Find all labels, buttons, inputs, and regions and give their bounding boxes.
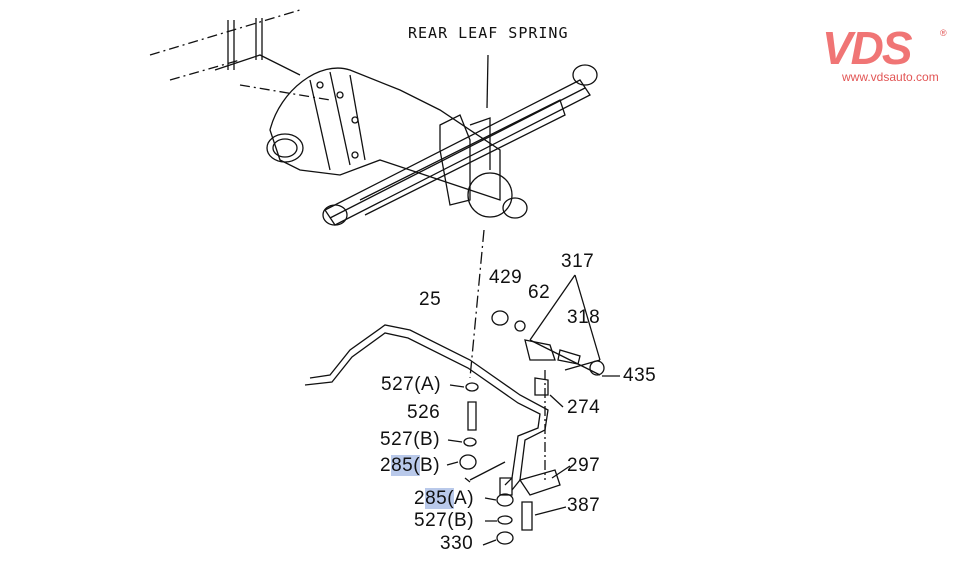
rear-axle <box>266 67 528 219</box>
part-label-526[interactable]: 526 <box>407 402 441 423</box>
part-number-suffix: B) <box>420 455 441 476</box>
part-number-prefix: 2 <box>414 488 426 509</box>
nut-330 <box>496 531 514 545</box>
hardware-parts <box>459 310 605 545</box>
leader-317 <box>529 274 601 361</box>
vds-logo: VDS ® www.vdsauto.com <box>822 22 947 84</box>
logo-url: www.vdsauto.com <box>842 70 939 84</box>
part-label-62[interactable]: 62 <box>528 282 551 303</box>
bolt-318 <box>557 349 581 365</box>
bushing-285a <box>496 493 514 507</box>
washer-527a <box>465 382 479 392</box>
stabilizer-bar <box>304 324 549 496</box>
bolt-387 <box>521 501 533 531</box>
part-label-274[interactable]: 274 <box>567 397 601 418</box>
registered-mark: ® <box>940 28 947 38</box>
bracket-297 <box>518 469 561 496</box>
part-label-435[interactable]: 435 <box>623 365 657 386</box>
part-label-317[interactable]: 317 <box>561 251 595 272</box>
center-line <box>469 229 485 379</box>
part-label-527b-2[interactable]: 527(B) <box>414 510 475 531</box>
nut-429 <box>491 310 509 326</box>
leaf-spring <box>322 54 598 226</box>
part-label-25[interactable]: 25 <box>419 289 442 310</box>
nut-435 <box>589 360 605 376</box>
leader-lines <box>446 375 620 546</box>
part-label-297[interactable]: 297 <box>567 455 601 476</box>
part-label-285b[interactable]: 285(B) <box>380 455 441 476</box>
washer-527b <box>463 437 477 447</box>
part-label-429[interactable]: 429 <box>489 267 523 288</box>
bracket-317 <box>524 339 556 361</box>
part-label-318[interactable]: 318 <box>567 307 601 328</box>
part-label-527b[interactable]: 527(B) <box>380 429 441 450</box>
bolt-526 <box>467 401 477 431</box>
highlighted-text: 85( <box>391 455 421 476</box>
part-label-387[interactable]: 387 <box>567 495 601 516</box>
part-label-527a[interactable]: 527(A) <box>381 374 442 395</box>
logo-brand: VDS <box>822 22 913 74</box>
bushing-62 <box>514 320 526 332</box>
leader-318 <box>529 339 601 376</box>
washer-527b-2 <box>497 515 513 525</box>
bushing-274 <box>534 377 549 396</box>
part-label-285a[interactable]: 285(A) <box>414 488 475 509</box>
part-label-330[interactable]: 330 <box>440 533 474 554</box>
highlighted-text: 85( <box>425 488 455 509</box>
chassis-frame <box>149 9 331 101</box>
bushing-285b <box>459 454 477 470</box>
rear-leaf-spring-label: REAR LEAF SPRING <box>408 24 569 42</box>
part-number-prefix: 2 <box>380 455 392 476</box>
part-number-suffix: A) <box>454 488 475 509</box>
